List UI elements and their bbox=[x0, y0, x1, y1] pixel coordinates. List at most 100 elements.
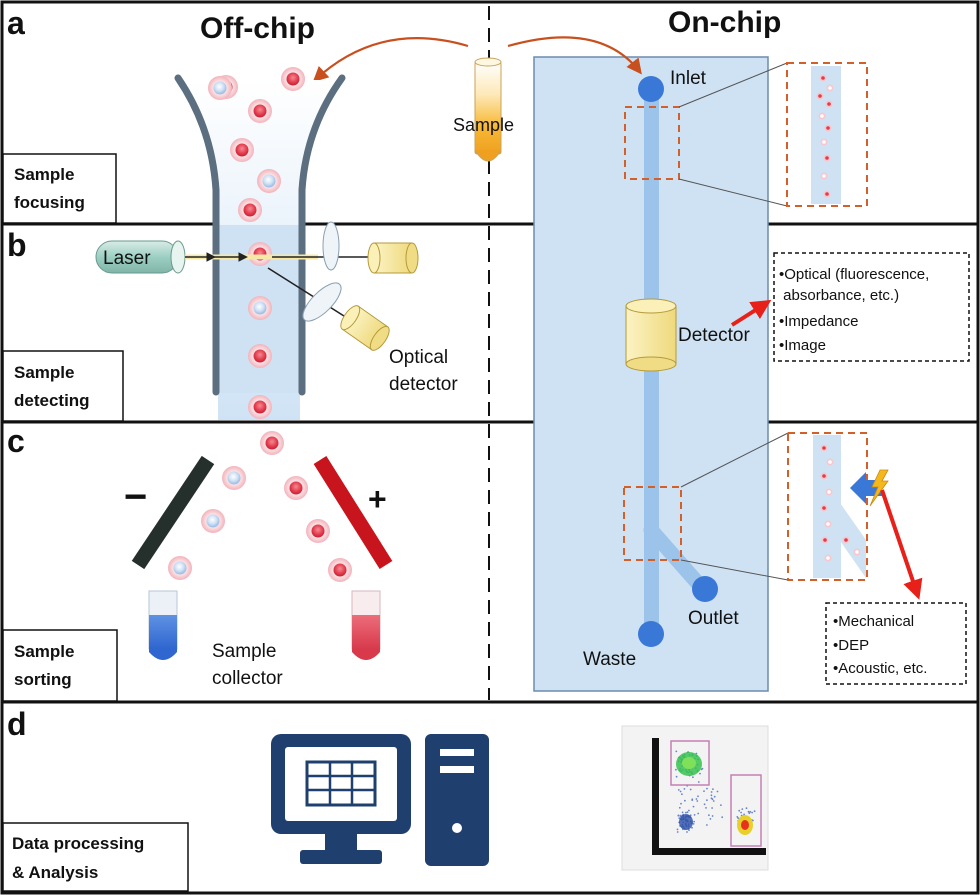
scatter-dot bbox=[692, 805, 695, 808]
scatter-dot bbox=[688, 829, 690, 831]
panel-d-label: Data processing & Analysis bbox=[2, 822, 189, 892]
scatter-dot bbox=[736, 816, 739, 818]
outlet-port bbox=[692, 576, 718, 602]
scatter-dot bbox=[681, 793, 683, 796]
sample-tube bbox=[474, 57, 502, 162]
scatter-dot bbox=[753, 810, 756, 813]
svg-text:detecting: detecting bbox=[14, 391, 90, 410]
scatter-dot bbox=[738, 809, 741, 812]
svg-text:Data processing: Data processing bbox=[12, 834, 144, 853]
scatter-dot bbox=[748, 812, 751, 815]
scatter-dot bbox=[695, 798, 698, 800]
scatter-dot bbox=[683, 788, 686, 790]
scatter-dot bbox=[691, 799, 694, 801]
minus-sign: − bbox=[124, 475, 147, 519]
scatter-dot bbox=[689, 788, 692, 791]
scatter-dot bbox=[721, 816, 724, 819]
blue-collector-tube bbox=[148, 590, 178, 660]
scatter-dot bbox=[711, 815, 714, 817]
scatter-dot bbox=[675, 775, 678, 778]
scatter-dot bbox=[711, 807, 713, 809]
scatter-dot bbox=[697, 781, 700, 783]
scatter-dot bbox=[706, 787, 708, 790]
panel-b-label: Sample detecting bbox=[2, 350, 124, 422]
arrow-to-onchip bbox=[507, 36, 642, 75]
scatter-plot-thumbnail bbox=[621, 725, 769, 871]
scatter-dot bbox=[675, 768, 677, 771]
sample-label: Sample bbox=[453, 115, 514, 135]
svg-text:Sample: Sample bbox=[14, 642, 74, 661]
sorting-method-1: •DEP bbox=[833, 637, 869, 654]
scatter-dot bbox=[692, 823, 695, 825]
waste-port bbox=[638, 621, 664, 647]
microfluidic-chip bbox=[533, 56, 769, 692]
red-collector-tube bbox=[351, 590, 381, 660]
sorting-method-2: •Acoustic, etc. bbox=[833, 660, 927, 677]
panel-a-label: Sample focusing bbox=[2, 153, 117, 224]
scatter-dot bbox=[706, 799, 708, 802]
sorting-cells bbox=[168, 431, 352, 582]
scatter-dot bbox=[751, 811, 753, 814]
scatter-dot bbox=[680, 802, 682, 805]
laser-beam bbox=[185, 252, 372, 317]
svg-text:Sample: Sample bbox=[14, 165, 74, 184]
scatter-dot bbox=[703, 790, 705, 792]
scatter-dot bbox=[701, 767, 704, 770]
detection-method-2: •Impedance bbox=[779, 313, 858, 330]
scatter-dot bbox=[693, 814, 696, 816]
negative-electrode bbox=[131, 455, 215, 570]
laser bbox=[95, 240, 186, 274]
scatter-dot bbox=[676, 828, 679, 831]
scatter-dot bbox=[713, 795, 716, 798]
side-detector bbox=[340, 305, 390, 351]
sorting-method-arrow bbox=[880, 489, 923, 600]
outlet-label: Outlet bbox=[688, 608, 739, 629]
scatter-dot bbox=[706, 824, 708, 826]
side-lens bbox=[302, 282, 342, 322]
scatter-dot bbox=[696, 800, 699, 802]
scatter-dot bbox=[681, 811, 684, 814]
scatter-dot bbox=[747, 810, 750, 813]
scatter-dot bbox=[745, 807, 748, 810]
panel-letter-d: d bbox=[7, 706, 27, 742]
zoom-focusing bbox=[624, 62, 868, 207]
scatter-dot bbox=[693, 820, 695, 823]
scatter-dot bbox=[697, 795, 699, 798]
forward-detector bbox=[367, 242, 419, 274]
scatter-dot bbox=[743, 813, 745, 816]
scatter-dot bbox=[676, 831, 679, 833]
scatter-dot bbox=[710, 794, 713, 797]
scatter-dot bbox=[711, 798, 714, 801]
panel-letter-c: c bbox=[7, 423, 25, 459]
optical-detector-label-1: Optical bbox=[389, 347, 448, 368]
scatter-dot bbox=[677, 789, 680, 791]
waste-label: Waste bbox=[583, 649, 636, 670]
forward-lens bbox=[322, 221, 340, 271]
monitor-icon bbox=[271, 734, 411, 864]
scatter-dot bbox=[720, 804, 722, 806]
scatter-dot bbox=[703, 803, 706, 806]
detection-method-1: absorbance, etc.) bbox=[779, 287, 899, 304]
scatter-dot bbox=[741, 808, 744, 810]
detector-label: Detector bbox=[678, 325, 750, 346]
off-chip-header: Off-chip bbox=[200, 12, 315, 45]
scatter-dot bbox=[697, 812, 700, 815]
sorting-method-0: •Mechanical bbox=[833, 613, 914, 630]
scatter-dot bbox=[686, 831, 688, 833]
computer-tower-icon bbox=[425, 734, 489, 866]
scatter-dot bbox=[684, 799, 686, 802]
laser-label: Laser bbox=[103, 248, 151, 269]
zoom-sorting bbox=[623, 432, 889, 581]
optical-detector-label-2: detector bbox=[389, 374, 458, 395]
svg-text:focusing: focusing bbox=[14, 193, 85, 212]
sorting-methods-box: •Mechanical •DEP •Acoustic, etc. bbox=[825, 602, 967, 685]
scatter-dot bbox=[709, 818, 712, 820]
scatter-dot bbox=[705, 807, 707, 809]
scatter-dot bbox=[675, 750, 678, 753]
inlet-port bbox=[638, 76, 664, 102]
scatter-dot bbox=[712, 800, 715, 802]
svg-text:& Analysis: & Analysis bbox=[12, 863, 98, 882]
scatter-dot bbox=[699, 772, 701, 775]
detection-method-3: •Image bbox=[779, 337, 826, 354]
